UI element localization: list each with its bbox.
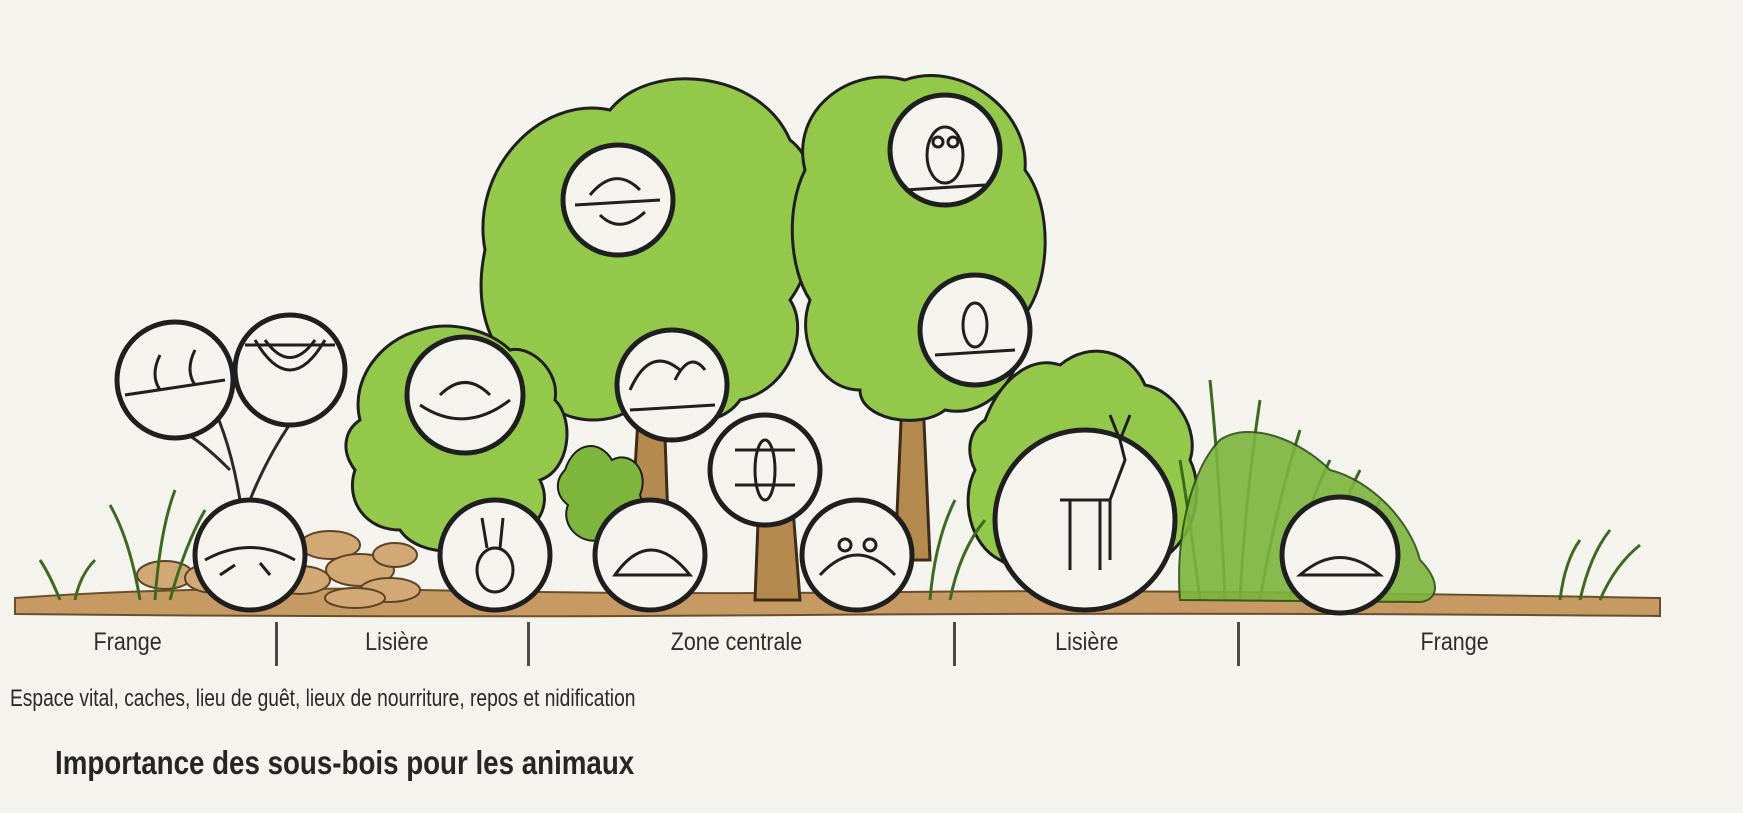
insect-icon (710, 415, 820, 525)
zone-divider-1 (275, 622, 278, 666)
diagram-title: Importance des sous-bois pour les animau… (55, 744, 634, 782)
mole-icon (1282, 497, 1398, 613)
zone-divider-3 (953, 622, 956, 666)
zone-divider-4 (1237, 622, 1240, 666)
zone-label-lisiere-left: Lisière (365, 628, 428, 657)
diagram-caption: Espace vital, caches, lieu de guêt, lieu… (10, 685, 635, 713)
zone-label-frange-left: Frange (94, 628, 162, 657)
nest-bird-icon (407, 337, 523, 453)
hedgehog-icon (595, 500, 705, 610)
zone-label-lisiere-right: Lisière (1055, 628, 1118, 657)
deer-icon (995, 430, 1175, 610)
zone-label-zone-centrale: Zone centrale (671, 628, 802, 657)
zone-divider-2 (527, 622, 530, 666)
perched-bird-icon (920, 275, 1030, 385)
zone-label-frange-right: Frange (1421, 628, 1489, 657)
